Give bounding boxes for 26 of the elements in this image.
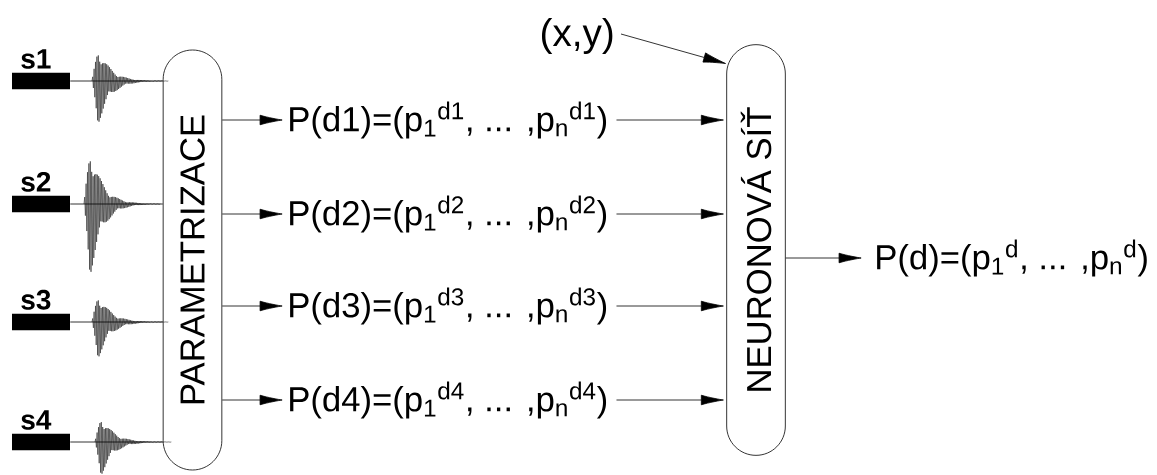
process-box: NEURONOVÁ SÍŤ — [726, 44, 786, 456]
formula-text: P(d4)=(p$_{1}$$^{d4}$, ... ,p$_{n}$$^{d4}$) — [290, 381, 607, 419]
arrow — [616, 208, 724, 220]
formula-text: P(d3)=(p$_{1}$$^{d3}$, ... ,p$_{n}$$^{d3}$) — [290, 287, 607, 325]
sensor-block: s4 — [12, 410, 70, 451]
arrow — [616, 300, 724, 312]
formula-text: P(d1)=(p$_{1}$$^{d1}$, ... ,p$_{n}$$^{d1}$) — [290, 101, 607, 139]
sensor-block: s2 — [12, 171, 70, 213]
arrow — [616, 394, 724, 406]
arrow — [785, 252, 862, 264]
process-box: PARAMETRIZACE — [162, 49, 223, 471]
arrow — [221, 114, 283, 126]
arrow — [221, 394, 283, 406]
formula-text: P(d)=(p$_{1}$$^{d}$, ... ,p$_{n}$$^{d}$) — [877, 239, 1147, 277]
node-label: s1 — [21, 49, 51, 69]
arrow — [620, 33, 726, 64]
arrow — [616, 114, 724, 126]
sensor-block: s1 — [12, 49, 70, 90]
node-label: s4 — [21, 410, 52, 430]
formula-text: P(d2)=(p$_{1}$$^{d2}$, ... ,p$_{n}$$^{d2}$) — [290, 195, 607, 233]
node-label: s2 — [21, 171, 51, 192]
sensor-block: s3 — [12, 289, 70, 331]
coordinate-text: (x,y) — [542, 18, 613, 55]
node-label: s3 — [21, 289, 51, 310]
arrow — [221, 208, 283, 220]
arrow — [221, 300, 283, 312]
